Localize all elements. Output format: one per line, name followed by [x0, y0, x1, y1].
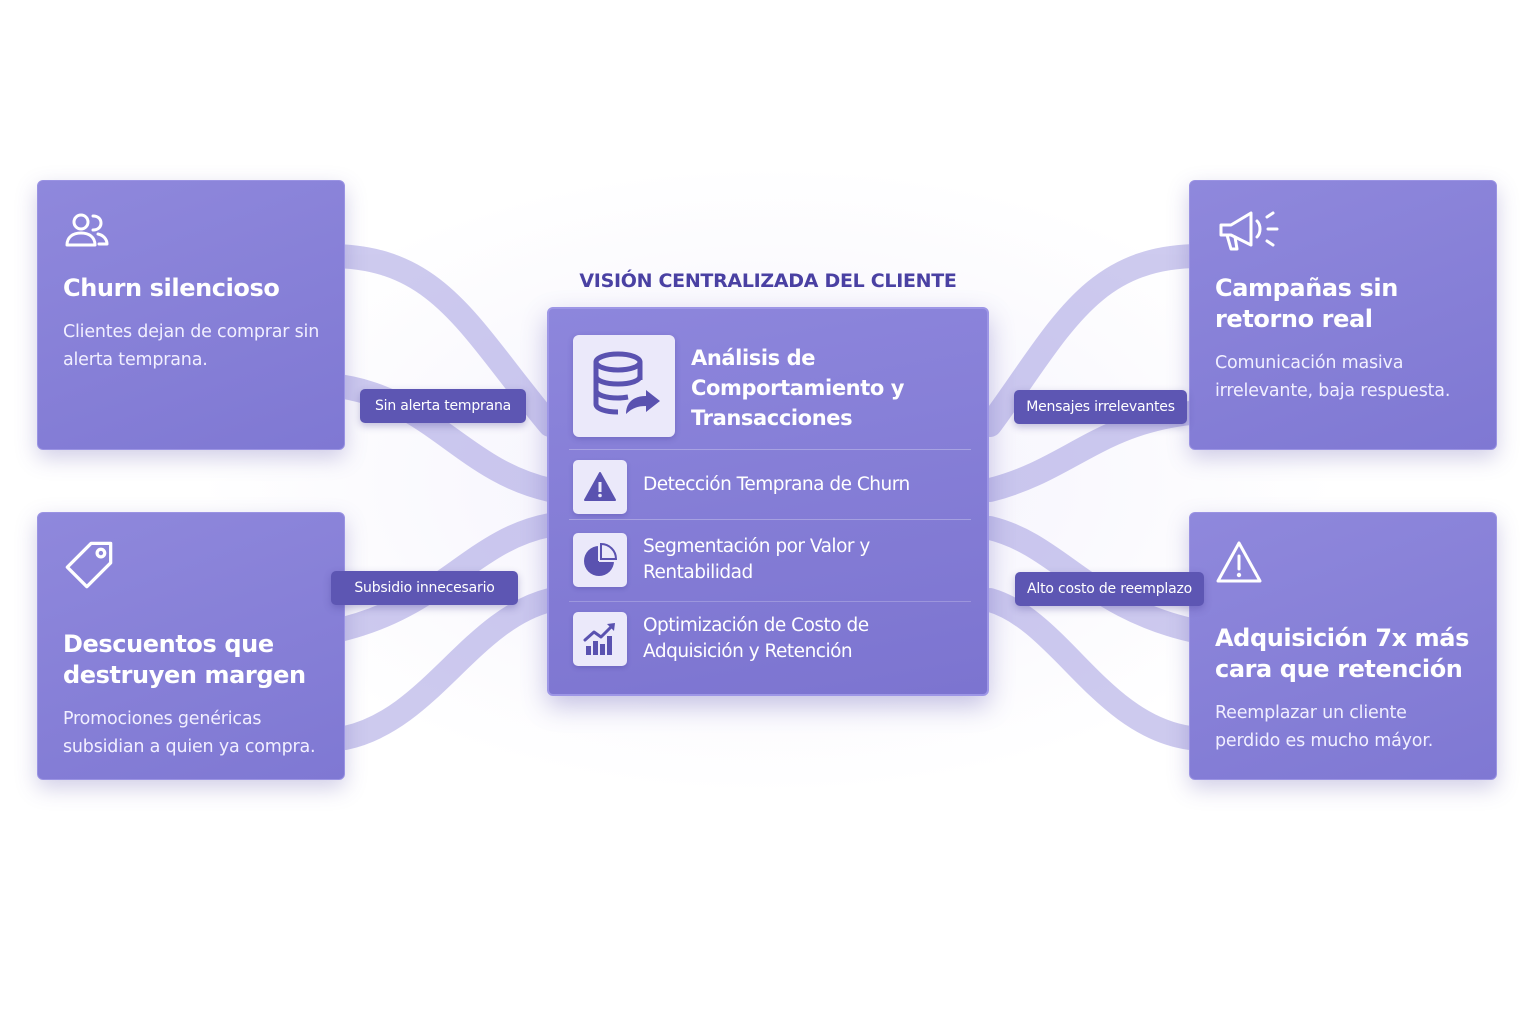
- card-description: Comunicación masiva irrelevante, baja re…: [1215, 353, 1451, 401]
- hub-row-label: Optimización de Costo de Adquisición y R…: [643, 615, 869, 662]
- warning-icon: [1216, 541, 1262, 583]
- price-tag-icon: [65, 541, 113, 589]
- card-description: Reemplazar un cliente perdido es mucho m…: [1215, 703, 1434, 751]
- hub-heading: VISIÓN CENTRALIZADA DEL CLIENTE: [579, 270, 957, 292]
- card-description: Promociones genéricas subsidian a quien …: [63, 709, 316, 757]
- megaphone-icon: [1219, 211, 1279, 251]
- card-description: Clientes dejan de comprar sin alerta tem…: [63, 322, 320, 370]
- warning-icon: [573, 460, 627, 514]
- connector-campanas-upper: [978, 244, 1212, 437]
- pie-chart-icon: [573, 533, 627, 587]
- connector-label-mensajes: Mensajes irrelevantes: [1014, 390, 1187, 424]
- central-hub-panel: Análisis de Comportamiento y Transaccion…: [547, 307, 989, 696]
- hub-row-deteccion-churn: Detección Temprana de Churn: [569, 449, 971, 530]
- card-title: Descuentos que destruyen margen: [63, 630, 306, 689]
- card-churn-silencioso: Churn silencioso Clientes dejan de compr…: [37, 180, 345, 450]
- connector-label-alto-costo: Alto costo de reemplazo: [1015, 572, 1204, 606]
- hub-row-optimizacion: Optimización de Costo de Adquisición y R…: [569, 601, 971, 682]
- card-adquisicion-cara: Adquisición 7x más cara que retención Re…: [1189, 512, 1497, 780]
- hub-main-title: Análisis de Comportamiento y Transaccion…: [691, 346, 905, 430]
- connector-label-subsidio: Subsidio innecesario: [331, 571, 518, 605]
- database-arrow-icon: [573, 335, 675, 437]
- hub-row-label: Detección Temprana de Churn: [643, 474, 910, 495]
- connector-descuentos-lower: [333, 588, 562, 750]
- hub-row-segmentacion: Segmentación por Valor y Rentabilidad: [569, 519, 971, 600]
- growth-chart-icon: [573, 612, 627, 666]
- connector-adquisicion-lower: [978, 588, 1202, 750]
- card-descuentos-margen: Descuentos que destruyen margen Promocio…: [37, 512, 345, 780]
- hub-row-label: Segmentación por Valor y Rentabilidad: [643, 536, 870, 583]
- hub-main-section: Análisis de Comportamiento y Transaccion…: [573, 335, 973, 441]
- card-title: Campañas sin retorno real: [1215, 274, 1398, 333]
- users-icon: [65, 213, 109, 247]
- connector-label-sin-alerta: Sin alerta temprana: [360, 389, 526, 423]
- card-campanas-sin-retorno: Campañas sin retorno real Comunicación m…: [1189, 180, 1497, 450]
- card-title: Churn silencioso: [63, 274, 280, 302]
- card-title: Adquisición 7x más cara que retención: [1215, 624, 1469, 683]
